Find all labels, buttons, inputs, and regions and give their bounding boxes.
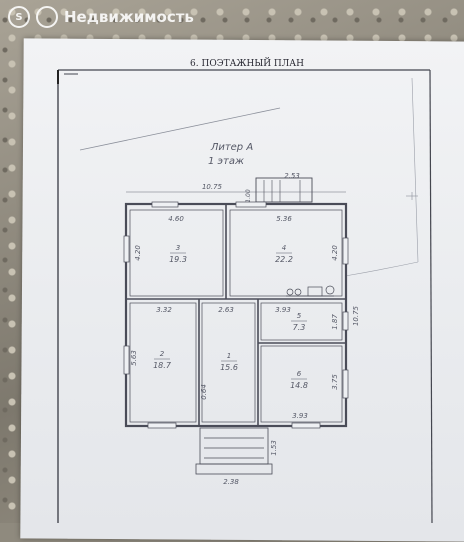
room-3-label: 3 19.3 <box>169 244 187 264</box>
room-6-label: 6 14.8 <box>290 370 308 390</box>
dim-porch-bottom-width: 2.38 <box>223 478 239 486</box>
dim-room5-height: 1.87 <box>331 314 339 330</box>
frame-right-line <box>429 69 433 523</box>
dim-room6-width: 3.93 <box>292 412 308 420</box>
svg-text:15.6: 15.6 <box>220 363 238 372</box>
svg-text:14.8: 14.8 <box>290 381 308 390</box>
room-5-label: 5 7.3 <box>291 312 307 332</box>
fixtures <box>286 285 335 297</box>
svg-text:2: 2 <box>160 350 165 358</box>
dim-room4-width: 5.36 <box>276 215 292 223</box>
porch-top <box>255 177 313 203</box>
interior-walls <box>126 204 346 426</box>
room-4-label: 4 22.2 <box>275 244 293 264</box>
brand-name: Недвижимость <box>64 8 194 26</box>
porch-bottom <box>195 427 273 475</box>
dim-room1-width: 2.63 <box>218 306 234 314</box>
brand-circle-icon <box>36 6 58 28</box>
svg-text:6: 6 <box>297 370 302 378</box>
dim-room4-height: 4.20 <box>331 245 339 261</box>
plan-title: 6. ПОЭТАЖНЫЙ ПЛАН <box>190 57 304 69</box>
outer-walls <box>124 202 348 428</box>
dim-room3-width: 4.60 <box>168 215 184 223</box>
svg-text:22.2: 22.2 <box>275 255 293 264</box>
dim-room5-width: 3.93 <box>275 306 291 314</box>
floor-plan-drawing: 6. ПОЭТАЖНЫЙ ПЛАН Литер А 1 этаж 10.75 2… <box>57 57 433 523</box>
dim-porch-top-depth: 1.00 <box>245 189 252 203</box>
dim-room1-height: 0.64 <box>200 384 208 400</box>
dim-total-width: 10.75 <box>202 183 223 191</box>
svg-text:19.3: 19.3 <box>169 255 187 264</box>
room-1-label: 1 15.6 <box>220 352 238 372</box>
dim-room3-height: 4.20 <box>134 245 142 261</box>
svg-text:3: 3 <box>176 244 180 252</box>
dim-room2-height: 5.63 <box>130 350 138 366</box>
svg-text:4: 4 <box>282 244 286 252</box>
floor-label: 1 этаж <box>208 156 244 167</box>
watermark: S Недвижимость <box>8 6 194 28</box>
brand-logo-icon: S <box>8 6 30 28</box>
dim-porch-bottom-height: 1.53 <box>270 440 278 456</box>
svg-text:5: 5 <box>297 312 302 320</box>
litera-label: Литер А <box>210 142 254 153</box>
dim-total-height: 10.75 <box>352 305 360 326</box>
svg-text:1: 1 <box>227 352 231 360</box>
dim-room2-width: 3.32 <box>156 306 172 314</box>
svg-text:18.7: 18.7 <box>153 361 172 370</box>
svg-text:7.3: 7.3 <box>293 323 306 332</box>
windows <box>123 201 349 429</box>
dim-porch-top: 2.53 <box>284 172 300 180</box>
dim-room6-height: 3.75 <box>331 374 339 390</box>
room-2-label: 2 18.7 <box>153 350 172 370</box>
